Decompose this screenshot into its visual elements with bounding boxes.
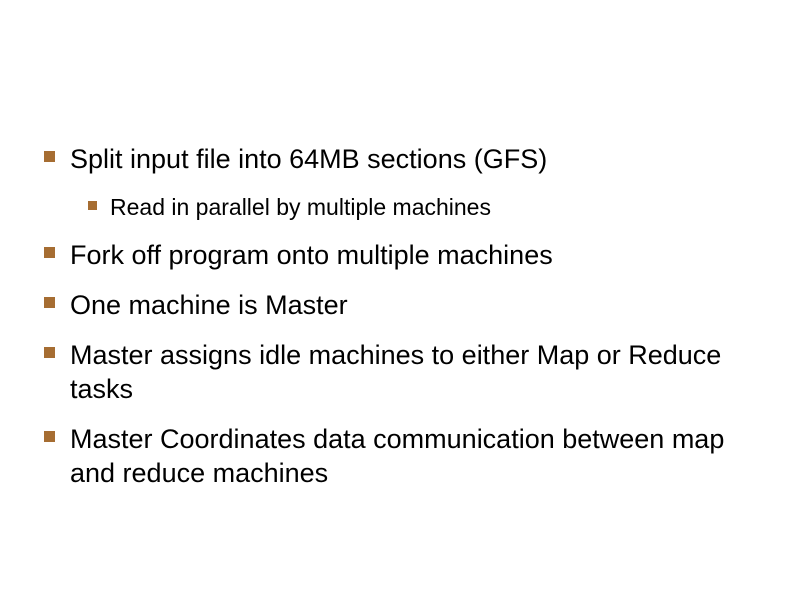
bullet-item: Split input file into 64MB sections (GFS…	[44, 142, 774, 176]
bullet-text: Split input file into 64MB sections (GFS…	[70, 144, 548, 174]
bullet-list: Split input file into 64MB sections (GFS…	[44, 142, 774, 506]
bullet-text: Read in parallel by multiple machines	[110, 194, 491, 220]
bullet-item: Fork off program onto multiple machines	[44, 238, 774, 272]
bullet-text: Master Coordinates data communication be…	[70, 424, 725, 488]
bullet-item: Master assigns idle machines to either M…	[44, 338, 774, 406]
bullet-text: One machine is Master	[70, 290, 348, 320]
bullet-text: Master assigns idle machines to either M…	[70, 340, 722, 404]
square-bullet-icon	[44, 431, 55, 442]
sub-bullet-item: Read in parallel by multiple machines	[88, 192, 774, 222]
square-bullet-icon	[88, 201, 97, 210]
square-bullet-icon	[44, 297, 55, 308]
bullet-text: Fork off program onto multiple machines	[70, 240, 553, 270]
bullet-item: One machine is Master	[44, 288, 774, 322]
square-bullet-icon	[44, 347, 55, 358]
bullet-item: Master Coordinates data communication be…	[44, 422, 774, 490]
square-bullet-icon	[44, 151, 55, 162]
square-bullet-icon	[44, 247, 55, 258]
